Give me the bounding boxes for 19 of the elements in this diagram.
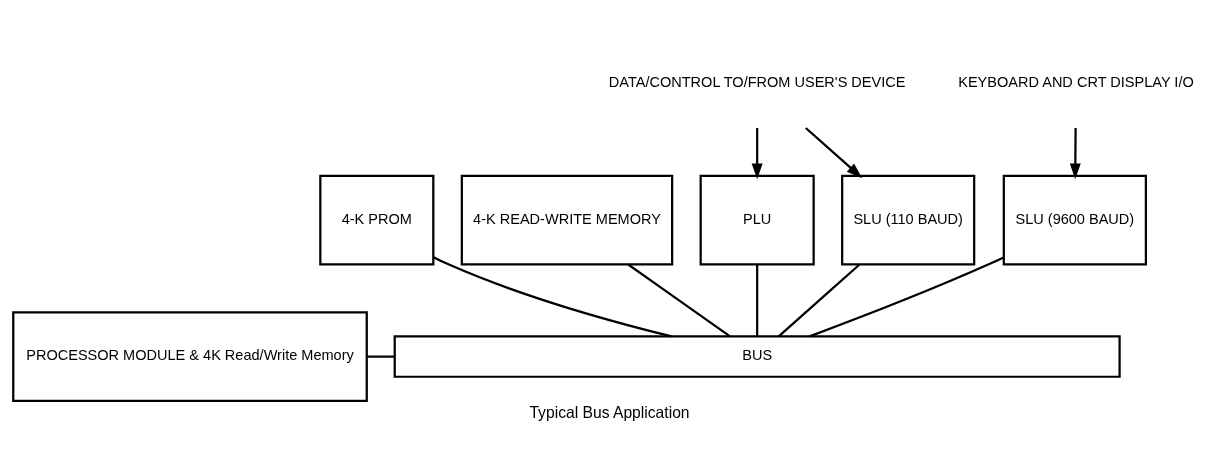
arrow — [751, 127, 763, 179]
connector — [809, 255, 1005, 337]
node-box: 4-K READ-WRITE MEMORY — [460, 174, 674, 265]
connector — [367, 355, 395, 358]
node-box: BUS — [393, 334, 1121, 378]
node-box: 4-K PROM — [319, 174, 435, 265]
node-text: DATA/CONTROL TO/FROM USER'S DEVICE — [608, 73, 906, 90]
connector — [433, 255, 672, 338]
node-box: SLU (110 BAUD) — [841, 174, 976, 265]
connector — [627, 263, 731, 337]
node-box: SLU (9600 BAUD) — [1002, 174, 1147, 265]
caption: Typical Bus Application — [529, 403, 690, 421]
connector — [756, 263, 759, 336]
node-box: PROCESSOR MODULE & 4K Read/Write Memory — [12, 310, 368, 402]
arrow — [1069, 127, 1081, 179]
connector — [777, 263, 861, 337]
node-box: PLU — [699, 174, 815, 265]
arrow — [805, 126, 863, 178]
node-text: KEYBOARD AND CRT DISPLAY I/O — [958, 73, 1194, 90]
